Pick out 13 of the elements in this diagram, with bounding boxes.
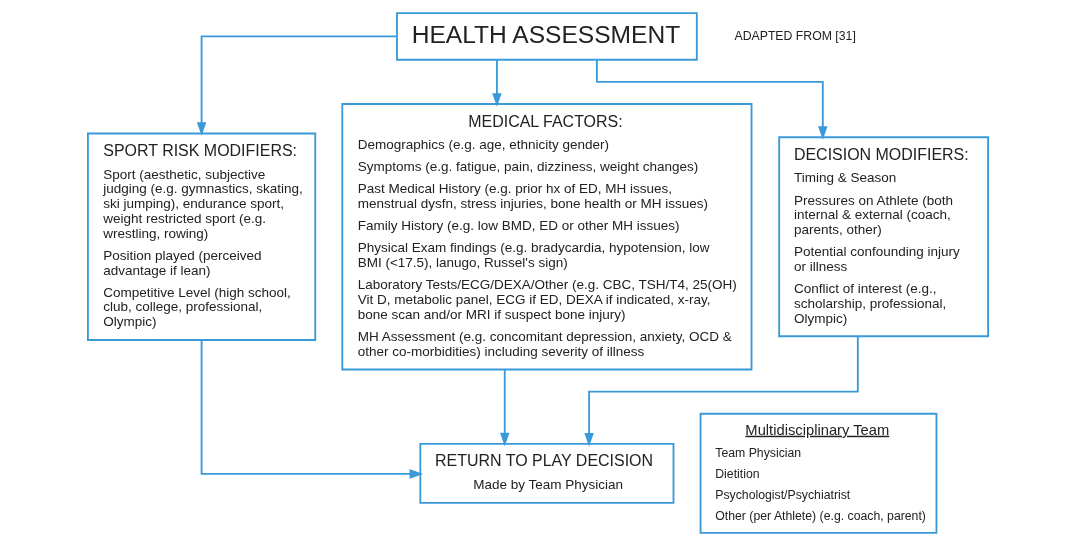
arrow (583, 335, 859, 447)
arrow (196, 35, 398, 136)
node-box: MEDICAL FACTORS: Demographics (e.g. age, ethnicity gender) Symptoms (e.g. fatigue, pain, dizziness, weight changes) Past Medical History (e.g. prior hx of ED, MH issues, menstrual dysfn, stress injuries, bone health or MH issues) Family History (e.g. low BMD, ED or other MH issues) Physical Exam findings (e.g. bradycardia, hypotension, low BMI (<17.5), lanugo, Russel's sign) Laboratory Tests/ECG/DEXA/Other (e.g. CBC, TSH/T4, 25(OH) Vit D, metabolic panel, ECG if ED, DEXA if indicated, x-ray, bone scan and/or MRI if suspect bone injury) MH Assessment (e.g. concomitant depression, anxiety, OCD & other co-morbidities) including severity of illness (340, 103, 752, 371)
arrow (499, 368, 509, 447)
node-box: SPORT RISK MODIFIERS: Sport (aesthetic, subjective judging (e.g. gymnastics, skating, ski jumping), endurance sport, weight restricted sport (e.g. wrestling, rowing) Position played (perceived advantage if lean) Competitive Level (high school, club, college, professional, Olympic) (86, 132, 316, 341)
node-box: RETURN TO PLAY DECISION Made by Team Physician (418, 442, 674, 504)
node-box: HEALTH ASSESSMENT (395, 12, 698, 61)
node-box: Multidisciplinary Team Team Physician Dietition Psychologist/Psychiatrist Other (per Athlete) (e.g. coach, parent) (699, 412, 937, 534)
arrow (491, 58, 502, 107)
label: ADAPTED FROM [31] (733, 28, 856, 43)
arrow (595, 59, 828, 140)
arrow (200, 339, 423, 479)
node-box: DECISION MODIFIERS: Timing & Season Pressures on Athlete (both internal & external (coach, parents, other) Potential confounding injury or illness Conflict of interest (e.g., scholarship, professional, Olympic) (777, 136, 989, 338)
